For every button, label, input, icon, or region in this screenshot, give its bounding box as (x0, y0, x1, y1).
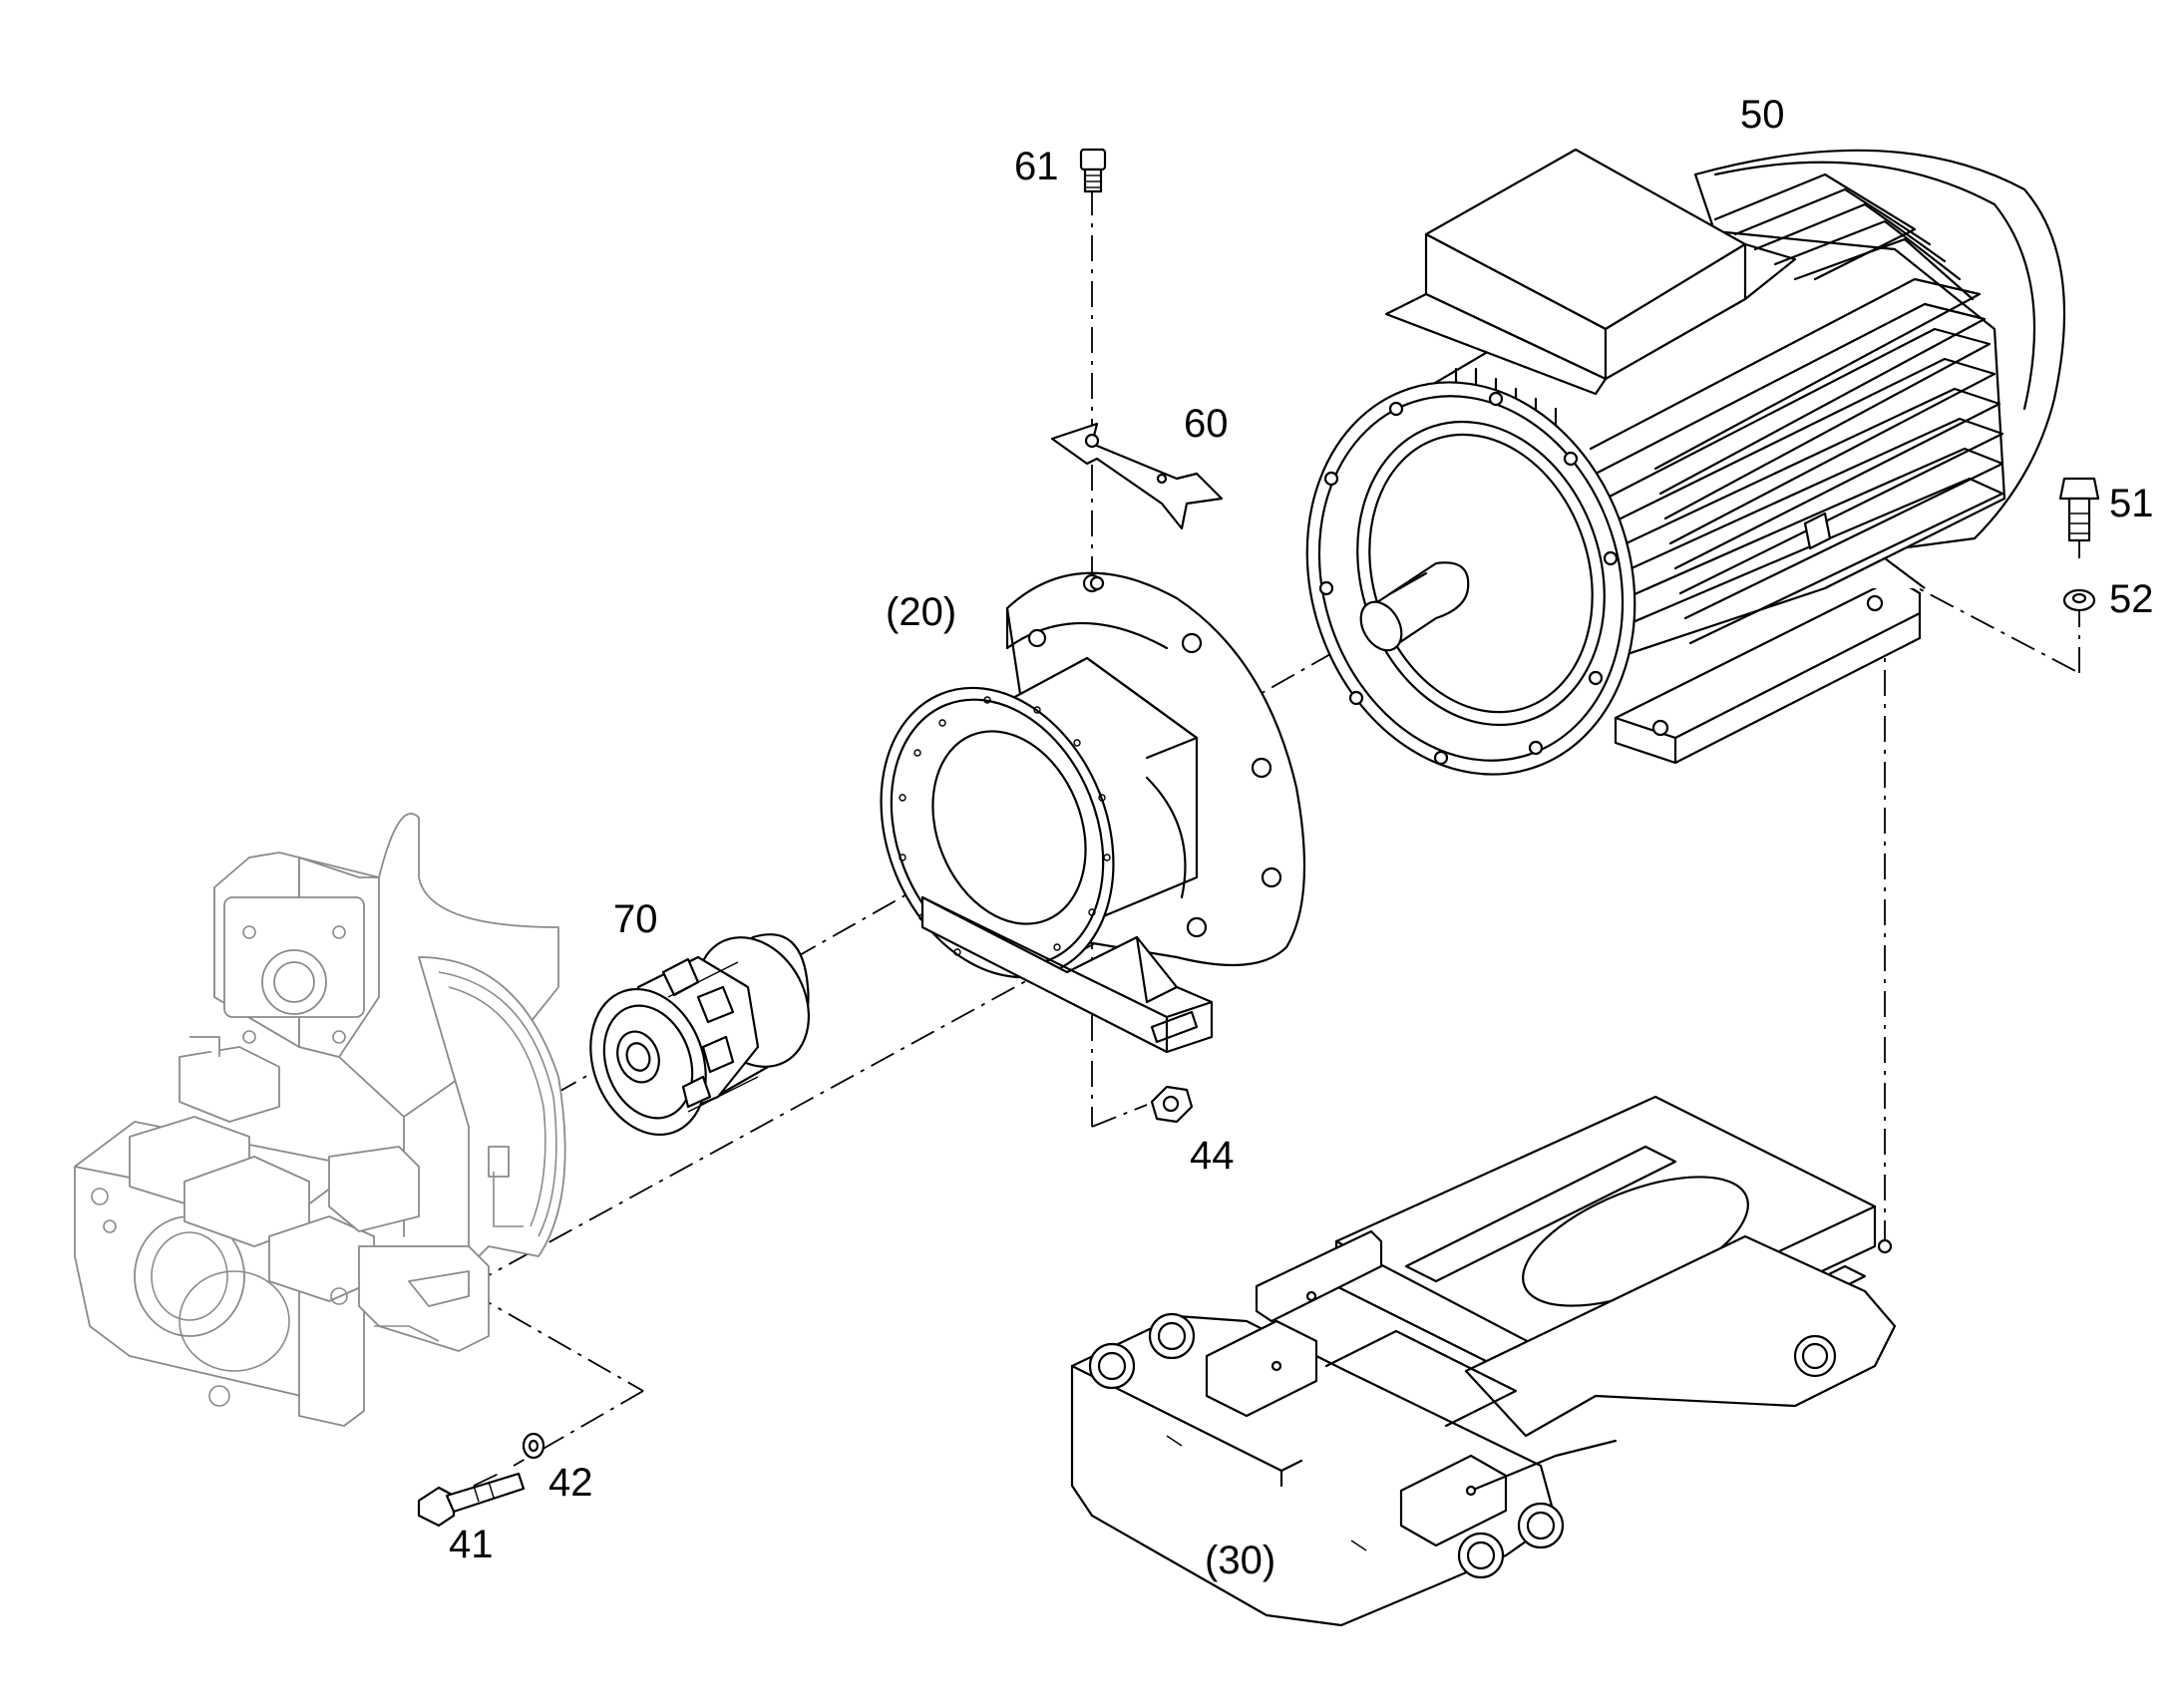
arrow-plate-part-60 (1050, 422, 1224, 530)
washer-part-42 (522, 1432, 545, 1460)
callout-70: 70 (613, 897, 658, 941)
bell-housing-part-20 (880, 571, 1306, 1054)
callout-52: 52 (2109, 577, 2154, 621)
callout-42: 42 (548, 1461, 593, 1505)
hydraulic-pump-unit (74, 813, 566, 1427)
washer-part-52 (2062, 588, 2096, 612)
hex-nut-part-44 (1150, 1085, 1194, 1124)
motor-flange-holes (1318, 391, 1619, 766)
bolt-part-41 (417, 1472, 526, 1528)
callout-44: 44 (1190, 1134, 1235, 1178)
callout-labels: 50 61 60 51 52 (20) 70 44 42 41 (30) (449, 93, 2154, 1582)
callout-30: (30) (1205, 1538, 1275, 1582)
callout-20: (20) (886, 590, 956, 634)
cooling-fins (1454, 172, 2004, 645)
callout-61: 61 (1014, 145, 1059, 188)
base-frame-part-30 (1070, 1095, 1897, 1627)
callout-41: 41 (449, 1523, 494, 1566)
callout-60: 60 (1184, 402, 1229, 446)
electric-motor-part-50 (1305, 148, 2066, 776)
shaft-coupling-part-70 (589, 933, 811, 1137)
base-mounting-holes (1088, 1312, 1837, 1579)
callout-50: 50 (1740, 93, 1785, 137)
screw-part-61 (1079, 148, 1107, 193)
bolt-part-51 (2058, 477, 2100, 542)
callout-51: 51 (2109, 482, 2154, 525)
